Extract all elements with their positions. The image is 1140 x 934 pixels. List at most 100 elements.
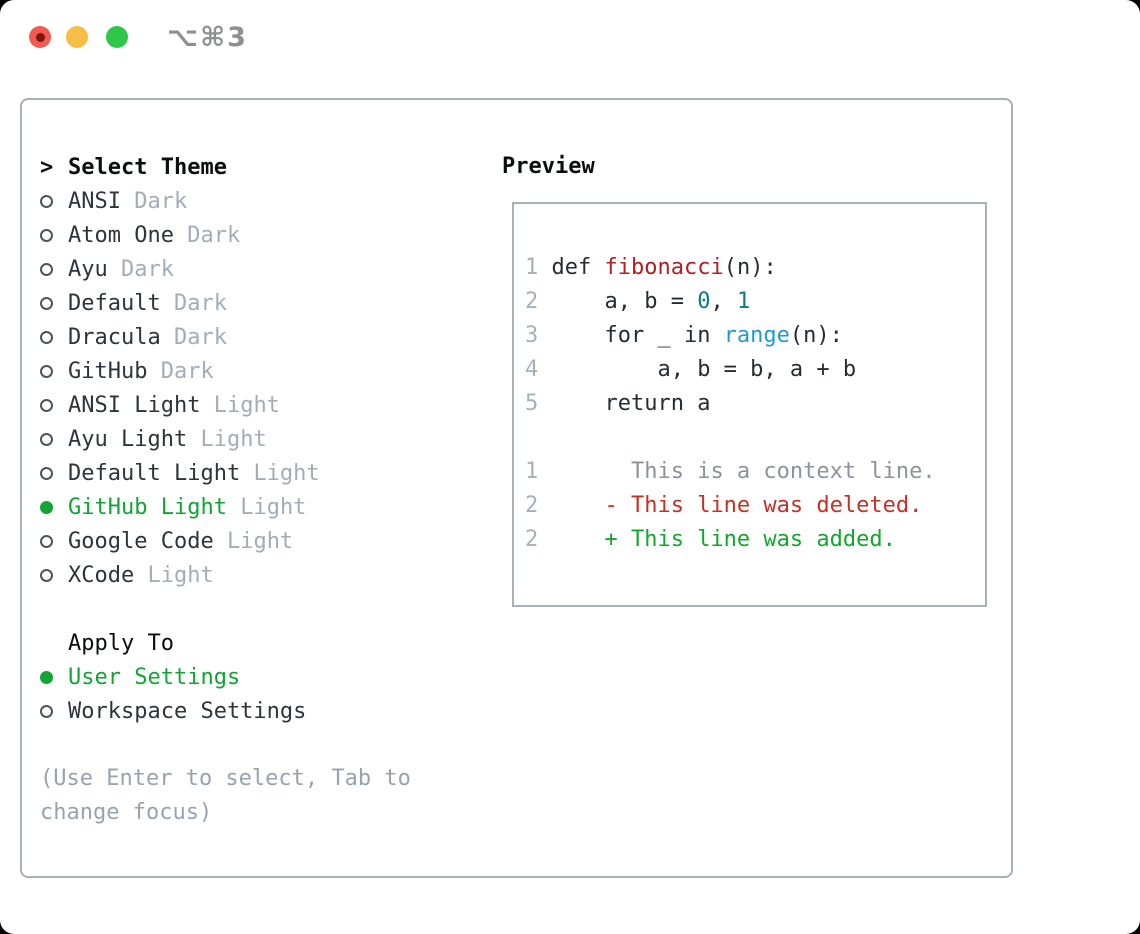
- zoom-button[interactable]: [106, 26, 128, 48]
- option-name: GitHub Light: [68, 494, 227, 520]
- option-variant: Dark: [173, 324, 227, 350]
- spacer: [40, 728, 411, 762]
- radio-icon: [40, 330, 53, 344]
- code-line: 1 def fibonacci(n):: [525, 251, 985, 285]
- option-label: ANSI Dark: [68, 189, 187, 214]
- option-name: ANSI: [68, 188, 121, 214]
- option-name: Dracula: [68, 324, 161, 350]
- code-line: 2 - This line was deleted.: [525, 489, 985, 523]
- theme-option-ayu-light[interactable]: Ayu Light Light: [40, 422, 411, 456]
- option-label: Ayu Dark: [68, 257, 174, 282]
- code-token: def: [551, 255, 605, 280]
- option-label: Atom One Dark: [68, 223, 240, 248]
- option-label: GitHub Light Light: [68, 495, 306, 520]
- theme-option-atom-one[interactable]: Atom One Dark: [40, 218, 411, 252]
- radio-icon: [40, 534, 53, 548]
- radio-cell: [40, 704, 68, 718]
- code-token: (n):: [723, 255, 777, 280]
- theme-option-dracula[interactable]: Dracula Dark: [40, 320, 411, 354]
- radio-icon: [40, 228, 53, 242]
- focus-caret-icon: >: [40, 154, 54, 180]
- option-variant: Light: [213, 392, 280, 418]
- option-name: User Settings: [68, 664, 241, 690]
- option-variant: Dark: [187, 222, 241, 248]
- radio-selected-icon: [40, 500, 53, 514]
- radio-icon: [40, 704, 53, 718]
- radio-cell: [40, 296, 68, 310]
- line-number: 1: [525, 459, 539, 484]
- theme-option-github[interactable]: GitHub Dark: [40, 354, 411, 388]
- option-name: Google Code: [68, 528, 214, 554]
- apply-option-workspace-settings[interactable]: Workspace Settings: [40, 694, 411, 728]
- unsaved-indicator-dot: [35, 32, 45, 42]
- apply-to-label: Apply To: [68, 630, 174, 656]
- radio-icon: [40, 296, 53, 310]
- option-label: GitHub Dark: [68, 359, 214, 384]
- option-name: XCode: [68, 562, 135, 588]
- radio-cell: [40, 670, 68, 684]
- line-number: 4: [525, 357, 539, 382]
- option-variant: Dark: [160, 358, 214, 384]
- radio-cell: [40, 432, 68, 446]
- option-label: ANSI Light Light: [68, 393, 280, 418]
- theme-option-xcode[interactable]: XCode Light: [40, 558, 411, 592]
- window-title-shortcut: ⌥⌘3: [167, 22, 248, 53]
- minimize-button[interactable]: [66, 26, 88, 48]
- radio-cell: [40, 262, 68, 276]
- preview-label: Preview: [502, 154, 595, 179]
- theme-option-github-light[interactable]: GitHub Light Light: [40, 490, 411, 524]
- radio-cell: [40, 228, 68, 242]
- radio-icon: [40, 194, 53, 208]
- option-variant: Light: [240, 494, 307, 520]
- code-token: This is a context line.: [551, 459, 936, 484]
- option-label: Ayu Light Light: [68, 427, 267, 452]
- close-button[interactable]: [29, 26, 51, 48]
- option-variant: Dark: [134, 188, 188, 214]
- radio-icon: [40, 466, 53, 480]
- code-token: a, b =: [551, 289, 698, 314]
- code-token: range: [723, 323, 790, 348]
- code-token: + This line was added.: [551, 527, 896, 552]
- option-label: Default Light Light: [68, 461, 320, 486]
- radio-cell: [40, 568, 68, 582]
- theme-option-default[interactable]: Default Dark: [40, 286, 411, 320]
- apply-to-header: Apply To: [40, 626, 411, 660]
- radio-icon: [40, 568, 53, 582]
- code-token: a, b = b, a + b: [551, 357, 857, 382]
- code-token: 0: [697, 289, 711, 314]
- option-name: Default: [68, 290, 161, 316]
- line-number: 1: [525, 255, 539, 280]
- radio-cell: [40, 194, 68, 208]
- option-name: Default Light: [68, 460, 241, 486]
- code-token: for _ in: [551, 323, 724, 348]
- option-name: GitHub: [68, 358, 148, 384]
- theme-option-ansi[interactable]: ANSI Dark: [40, 184, 411, 218]
- code-token: fibonacci: [604, 255, 724, 280]
- line-number: 2: [525, 527, 539, 552]
- code-line: 2 a, b = 0, 1: [525, 285, 985, 319]
- option-name: Atom One: [68, 222, 174, 248]
- code-token: (n):: [789, 323, 843, 348]
- radio-icon: [40, 262, 53, 276]
- option-label: Workspace Settings: [68, 699, 306, 724]
- code-token: 1: [736, 289, 751, 314]
- spacer: [40, 592, 411, 626]
- option-variant: Dark: [173, 290, 227, 316]
- theme-option-google-code[interactable]: Google Code Light: [40, 524, 411, 558]
- help-text-line-1: (Use Enter to select, Tab to: [40, 766, 411, 791]
- theme-option-default-light[interactable]: Default Light Light: [40, 456, 411, 490]
- line-number: 5: [525, 391, 539, 416]
- code-line: 1 This is a context line.: [525, 455, 985, 489]
- theme-option-ayu[interactable]: Ayu Dark: [40, 252, 411, 286]
- radio-icon: [40, 364, 53, 378]
- theme-option-ansi-light[interactable]: ANSI Light Light: [40, 388, 411, 422]
- apply-option-user-settings[interactable]: User Settings: [40, 660, 411, 694]
- option-label: Google Code Light: [68, 529, 293, 554]
- blank-line: [525, 421, 985, 455]
- option-label: Dracula Dark: [68, 325, 227, 350]
